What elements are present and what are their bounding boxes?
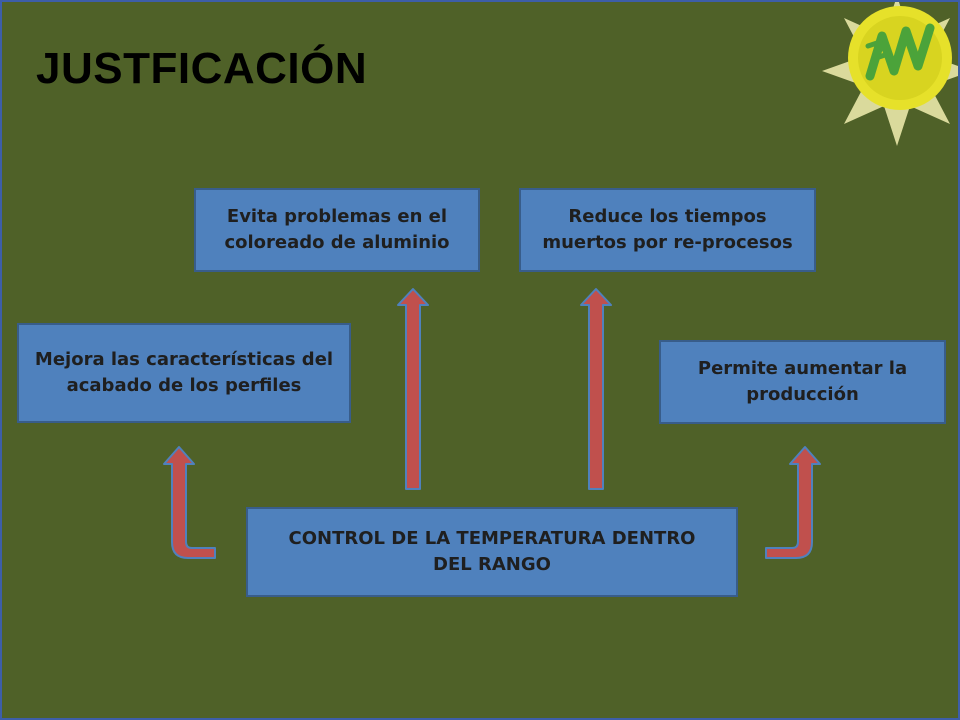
box-mejora-caracteristicas-label: Mejora las características del acabado d… — [27, 347, 341, 399]
box-permite-aumentar: Permite aumentar la producción — [659, 340, 946, 424]
box-control-temperatura: CONTROL DE LA TEMPERATURA DENTRO DEL RAN… — [246, 507, 738, 597]
arrow-up-right — [581, 289, 611, 489]
box-reduce-tiempos-label: Reduce los tiempos muertos por re-proces… — [529, 204, 806, 256]
box-control-temperatura-label: CONTROL DE LA TEMPERATURA DENTRO DEL RAN… — [288, 526, 696, 578]
arrow-up-left — [398, 289, 428, 489]
box-mejora-caracteristicas: Mejora las características del acabado d… — [17, 323, 351, 423]
box-evita-problemas: Evita problemas en el coloreado de alumi… — [194, 188, 480, 272]
arrow-right-curved — [766, 447, 820, 558]
box-reduce-tiempos: Reduce los tiempos muertos por re-proces… — [519, 188, 816, 272]
arrow-left-curved — [164, 447, 215, 558]
box-permite-aumentar-label: Permite aumentar la producción — [669, 356, 936, 408]
box-evita-problemas-label: Evita problemas en el coloreado de alumi… — [204, 204, 470, 256]
